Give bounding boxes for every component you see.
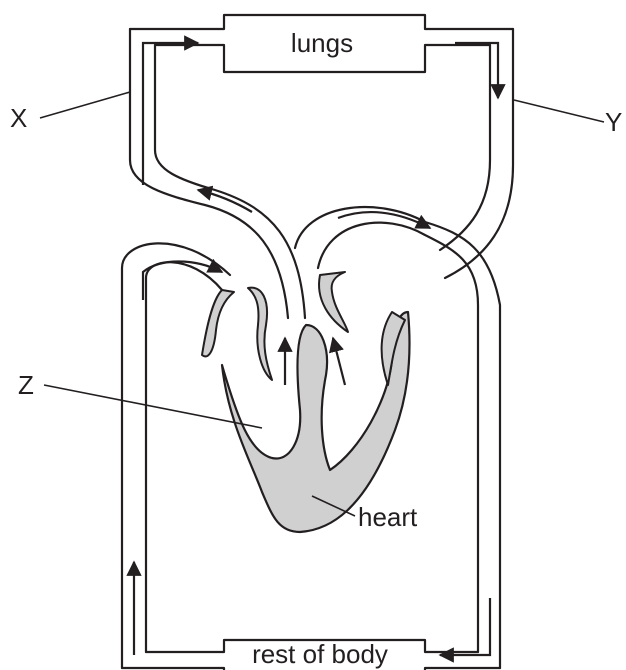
heart	[202, 272, 409, 532]
flow-arrow-left-ventricle-out	[333, 338, 345, 385]
vessel-y-outer	[445, 29, 513, 278]
right-valve	[248, 288, 272, 380]
rest-of-body-label: rest of body	[252, 639, 388, 669]
label-x-leader	[40, 92, 130, 118]
label-x: X	[10, 103, 27, 133]
vessel-x-inner	[155, 45, 305, 318]
label-y-leader	[514, 100, 604, 122]
aorta-inner	[318, 223, 478, 652]
flow-arrow-vena-cava-top	[143, 262, 222, 301]
flow-arrow-to-lungs	[143, 43, 198, 185]
flow-arrow-aorta-arch	[338, 212, 430, 228]
lungs-label: lungs	[291, 28, 353, 58]
lungs-box	[130, 15, 513, 29]
label-y: Y	[605, 107, 622, 137]
right-atrium-wall	[202, 290, 234, 356]
flow-arrow-aorta-down	[440, 598, 490, 655]
heart-label: heart	[358, 502, 418, 532]
vessel-y-inner	[440, 45, 490, 250]
left-atrium-wall	[319, 272, 348, 332]
flow-arrow-from-lungs	[455, 43, 498, 98]
label-z: Z	[18, 370, 34, 400]
